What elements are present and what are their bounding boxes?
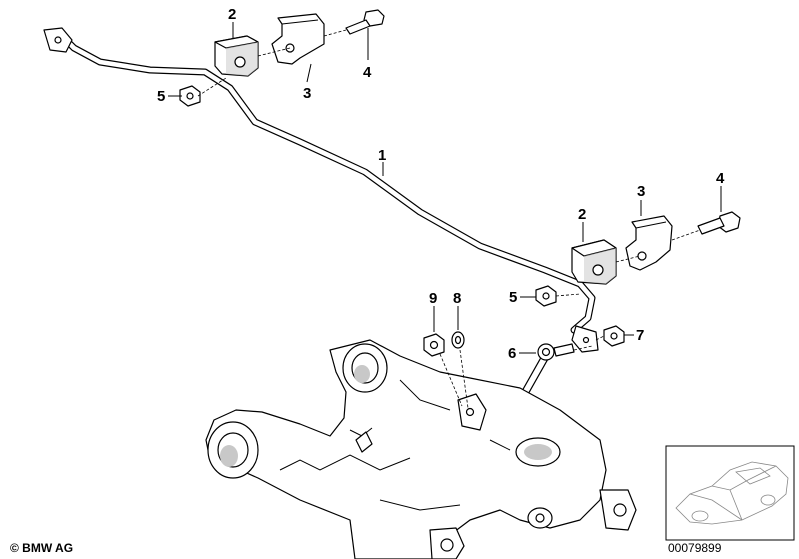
hex-nut-right[interactable] <box>535 285 557 307</box>
callout-5-left: 5 <box>157 88 165 105</box>
leader-lines <box>197 29 701 409</box>
callout-9: 9 <box>429 290 437 307</box>
callout-2-right: 2 <box>578 206 586 223</box>
rubber-mounting-left[interactable] <box>214 35 259 77</box>
vehicle-thumbnail <box>665 445 795 541</box>
callout-6: 6 <box>508 345 516 362</box>
callout-3-left: 3 <box>303 85 311 102</box>
callout-5-right: 5 <box>509 289 517 306</box>
callout-7: 7 <box>636 327 644 344</box>
self-locking-nut[interactable] <box>423 333 445 357</box>
copyright-text: © BMW AG <box>10 541 73 555</box>
callout-4-right: 4 <box>716 170 725 187</box>
callout-labels: 1 2 3 4 5 2 3 4 5 6 7 8 9 <box>157 6 725 362</box>
callout-3-right: 3 <box>637 183 645 200</box>
callout-1: 1 <box>378 147 386 164</box>
image-number: 00079899 <box>668 541 722 555</box>
rubber-mounting-right[interactable] <box>571 239 617 285</box>
hex-nut-left[interactable] <box>179 85 201 107</box>
bracket-left[interactable] <box>271 13 325 65</box>
collar-nut[interactable] <box>603 325 625 347</box>
washer[interactable] <box>451 331 465 349</box>
hex-bolt-left[interactable] <box>345 9 385 35</box>
callout-2-left: 2 <box>228 6 236 23</box>
hex-bolt-right[interactable] <box>697 211 741 235</box>
callout-4-left: 4 <box>363 64 372 81</box>
bracket-right[interactable] <box>625 215 673 271</box>
callout-8: 8 <box>453 290 461 307</box>
rear-axle-carrier <box>205 339 637 559</box>
stabilizer-bar[interactable] <box>43 27 599 353</box>
